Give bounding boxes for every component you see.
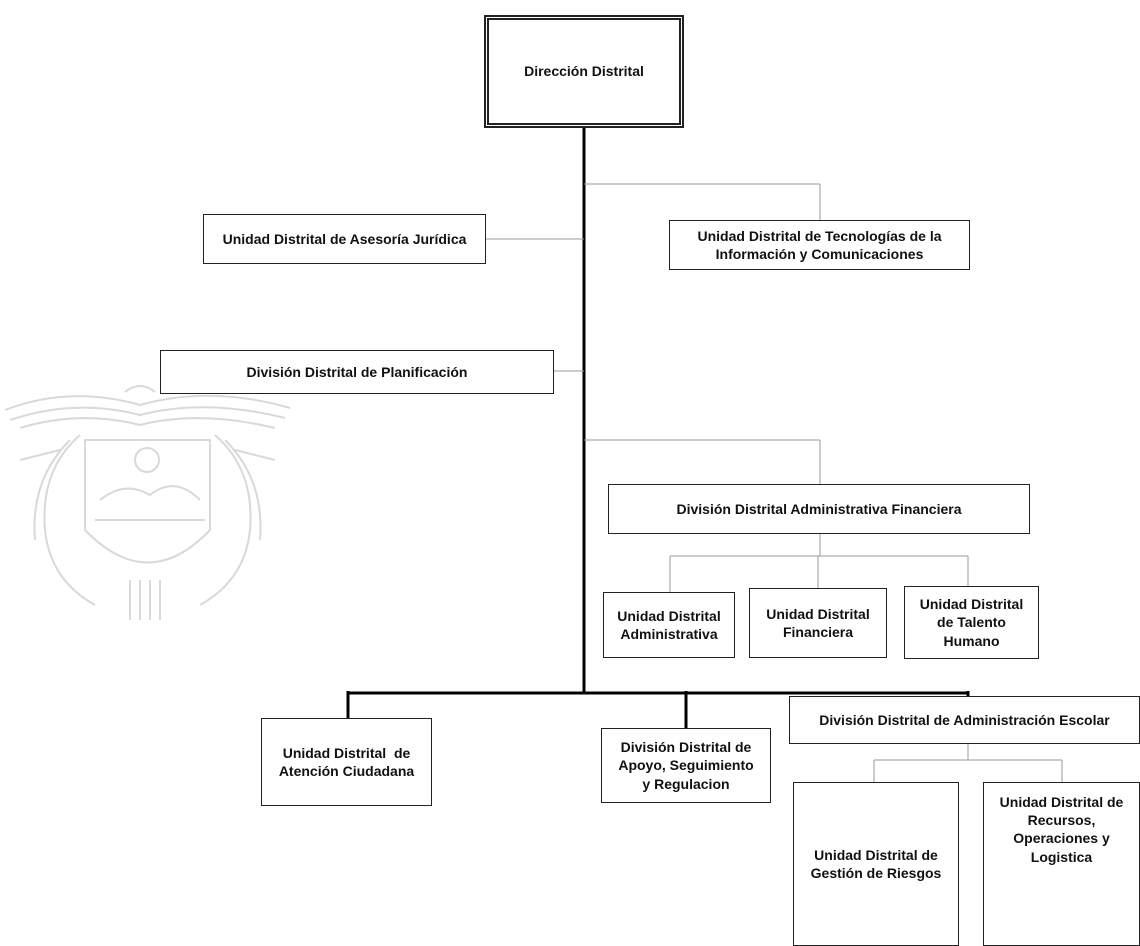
recursos-line2: Recursos, [1027,812,1096,829]
unidad-administrativa-box: Unidad Distrital Administrativa [603,592,735,658]
direccion-distrital-label: Dirección Distrital [524,63,644,80]
atencion-ciudadana-box: Unidad Distrital de Atención Ciudadana [261,718,432,806]
administrativa-financiera-box: División Distrital Administrativa Financ… [608,484,1030,534]
coat-of-arms-watermark [4,385,291,620]
administracion-escolar-label: División Distrital de Administración Esc… [819,711,1110,728]
planificacion-label: División Distrital de Planificación [246,363,468,380]
apoyo-seguimiento-line3: y Regulacion [642,775,730,792]
apoyo-seguimiento-box: División Distrital de Apoyo, Seguimiento… [601,728,771,803]
gestion-riesgos-box: Unidad Distrital de Gestión de Riesgos [793,782,959,946]
apoyo-seguimiento-line1: División Distrital de [620,739,752,756]
tecnologias-box: Unidad Distrital de Tecnologías de la In… [669,220,970,270]
unidad-administrativa-line2: Administrativa [620,626,718,642]
unidad-talento-line1: Unidad Distrital [919,596,1024,613]
unidad-talento-line2: de Talento [937,614,1006,631]
recursos-line3: Operaciones y [1013,830,1110,847]
asesoria-juridica-box: Unidad Distrital de Asesoría Jurídica [203,214,486,264]
unidad-talento-humano-box: Unidad Distrital de Talento Humano [904,586,1039,659]
administrativa-financiera-label: División Distrital Administrativa Financ… [676,500,962,517]
direccion-distrital-box: Dirección Distrital [484,15,684,128]
administracion-escolar-content: División Distrital de Administración Esc… [789,696,1140,744]
tecnologias-line1: Unidad Distrital de Tecnologías de la [697,227,942,244]
tecnologias-line2: Información y Comunicaciones [715,246,924,262]
gestion-riesgos-line2: Gestión de Riesgos [810,865,942,881]
unidad-financiera-box: Unidad Distrital Financiera [749,588,887,658]
recursos-line4: Logistica [1030,848,1093,865]
asesoria-juridica-label: Unidad Distrital de Asesoría Jurídica [222,230,467,247]
unidad-administrativa-line1: Unidad Distrital [617,607,721,624]
atencion-ciudadana-line2: Atención Ciudadana [278,763,415,779]
unidad-talento-line3: Humano [943,632,1000,649]
unidad-financiera-line2: Financiera [782,624,854,640]
unidad-financiera-line1: Unidad Distrital [766,605,870,622]
atencion-ciudadana-line1: Unidad Distrital de [282,744,411,761]
planificacion-box: División Distrital de Planificación [160,350,554,394]
recursos-line1: Unidad Distrital de [999,794,1124,810]
apoyo-seguimiento-line2: Apoyo, Seguimiento [618,757,754,774]
gestion-riesgos-line1: Unidad Distrital de [814,846,938,863]
recursos-operaciones-box: Unidad Distrital de Recursos, Operacione… [983,782,1140,946]
